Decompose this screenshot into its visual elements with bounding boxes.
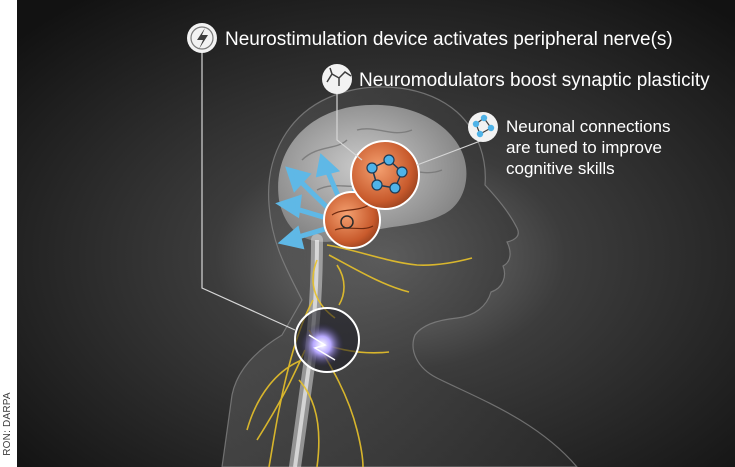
image-credit: RON: DARPA	[2, 384, 14, 464]
callout-text-neurostimulation: Neurostimulation device activates periph…	[225, 29, 673, 50]
molecule-icon	[322, 64, 352, 94]
callout-text-neuromodulators: Neuromodulators boost synaptic plasticit…	[359, 70, 710, 91]
illustration: Neurostimulation device activates periph…	[17, 0, 735, 467]
nerve-stimulation-circle	[295, 308, 359, 372]
connections-zoom-circle	[351, 141, 419, 209]
